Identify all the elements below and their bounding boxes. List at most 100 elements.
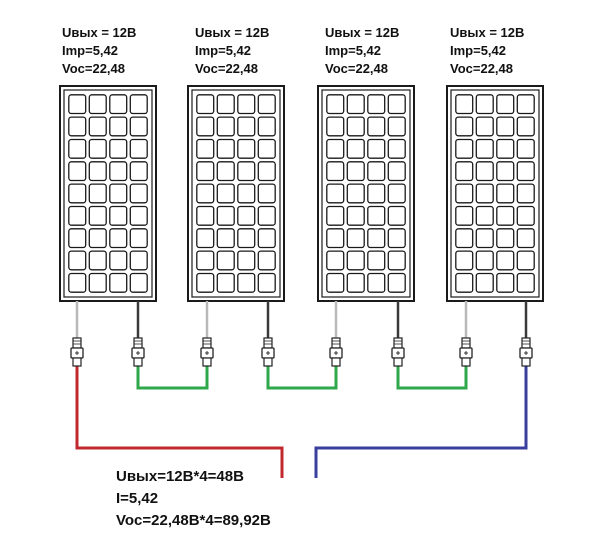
- solar-cell: [475, 94, 494, 115]
- solar-cell: [516, 161, 535, 182]
- solar-cell: [475, 272, 494, 293]
- solar-cell: [196, 205, 215, 226]
- solar-cell: [196, 228, 215, 249]
- solar-cell: [196, 94, 215, 115]
- mc4-connector-icon: [519, 337, 533, 367]
- solar-cell: [257, 272, 276, 293]
- panel-2-voc: Voc=22,48: [195, 61, 259, 76]
- solar-cell: [326, 94, 345, 115]
- solar-cell: [367, 94, 386, 115]
- panel-1-voltage: Uвых = 12В: [62, 25, 137, 40]
- solar-cell: [68, 116, 87, 137]
- panel-3-voltage: Uвых = 12В: [325, 25, 400, 40]
- solar-panel-icon: [59, 85, 157, 302]
- solar-cell: [496, 94, 515, 115]
- panel-4-voc: Voc=22,48: [450, 61, 514, 76]
- solar-cell: [367, 138, 386, 159]
- negative-output-wire: [314, 366, 528, 478]
- panel-1-voc: Voc=22,48: [62, 61, 126, 76]
- mc4-connector-icon: [131, 337, 145, 367]
- solar-cell: [216, 161, 235, 182]
- solar-cell: [129, 272, 148, 293]
- solar-cell: [516, 250, 535, 271]
- solar-cell: [367, 250, 386, 271]
- solar-cell: [475, 183, 494, 204]
- solar-cell: [475, 116, 494, 137]
- solar-cell: [216, 272, 235, 293]
- solar-cell: [196, 250, 215, 271]
- solar-cell: [68, 138, 87, 159]
- solar-cell: [387, 116, 406, 137]
- mc4-connector-icon: [70, 337, 84, 367]
- solar-cell: [88, 138, 107, 159]
- solar-cell: [109, 116, 128, 137]
- solar-cell: [129, 138, 148, 159]
- solar-cell: [367, 272, 386, 293]
- solar-cell: [88, 250, 107, 271]
- solar-cell: [237, 94, 256, 115]
- solar-cell: [257, 250, 276, 271]
- solar-cell: [68, 161, 87, 182]
- solar-cell: [496, 228, 515, 249]
- solar-cell: [516, 138, 535, 159]
- solar-cell: [367, 161, 386, 182]
- solar-cell: [516, 228, 535, 249]
- solar-cell: [196, 138, 215, 159]
- solar-cell: [326, 205, 345, 226]
- solar-cell: [88, 228, 107, 249]
- solar-cell: [216, 228, 235, 249]
- solar-cell: [455, 272, 474, 293]
- solar-cell: [387, 205, 406, 226]
- solar-cell: [257, 138, 276, 159]
- solar-cell: [455, 94, 474, 115]
- solar-cell: [196, 161, 215, 182]
- solar-cell: [455, 116, 474, 137]
- solar-cell: [216, 94, 235, 115]
- solar-cell: [129, 228, 148, 249]
- solar-cell: [346, 116, 365, 137]
- array-summary: Uвых=12В*4=48В I=5,42 Voc=22,48В*4=89,92…: [116, 466, 271, 532]
- series-link-wire: [136, 366, 209, 390]
- solar-cell: [387, 250, 406, 271]
- solar-cell: [257, 205, 276, 226]
- solar-cell: [516, 272, 535, 293]
- solar-cell: [326, 228, 345, 249]
- solar-cell: [346, 183, 365, 204]
- solar-cell: [496, 183, 515, 204]
- solar-cell: [367, 183, 386, 204]
- solar-cell: [367, 205, 386, 226]
- solar-cell: [237, 138, 256, 159]
- solar-cell: [475, 138, 494, 159]
- solar-cell: [88, 116, 107, 137]
- solar-cell: [129, 250, 148, 271]
- solar-cell: [129, 116, 148, 137]
- solar-cell: [496, 161, 515, 182]
- solar-cell: [516, 94, 535, 115]
- solar-cell: [387, 272, 406, 293]
- solar-cell: [257, 161, 276, 182]
- solar-cell: [387, 138, 406, 159]
- solar-cell: [109, 138, 128, 159]
- solar-cell: [109, 250, 128, 271]
- solar-cell: [68, 183, 87, 204]
- solar-cell: [257, 228, 276, 249]
- solar-cell: [257, 116, 276, 137]
- solar-cell: [237, 161, 256, 182]
- solar-cell: [237, 116, 256, 137]
- solar-cell: [326, 138, 345, 159]
- panel-2-imp: Imp=5,42: [195, 43, 252, 58]
- solar-cell: [455, 250, 474, 271]
- panel-4-imp: Imp=5,42: [450, 43, 507, 58]
- mc4-connector-icon: [329, 337, 343, 367]
- solar-cell: [196, 116, 215, 137]
- solar-cell: [387, 161, 406, 182]
- summary-voltage: Uвых=12В*4=48В: [116, 468, 244, 485]
- solar-cell: [346, 228, 365, 249]
- solar-cell: [346, 250, 365, 271]
- mc4-connector-icon: [391, 337, 405, 367]
- solar-cell: [257, 183, 276, 204]
- solar-cell: [129, 94, 148, 115]
- solar-cell: [88, 94, 107, 115]
- solar-cell: [496, 138, 515, 159]
